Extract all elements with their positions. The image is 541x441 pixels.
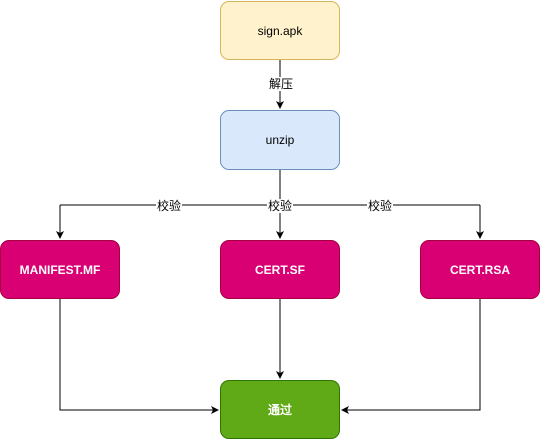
edge-label-decompress: 解压 [268,77,295,91]
cert-rsa-node: CERT.RSA [420,240,540,299]
manifest-mf-node: MANIFEST.MF [0,240,120,299]
edge-manifest-to-pass [59,299,219,414]
manifest-mf-label: MANIFEST.MF [19,262,101,277]
sign-apk-node: sign.apk [220,1,340,60]
pass-label: 通过 [267,403,292,417]
sign-apk-label: sign.apk [257,23,303,38]
edge-label-verify-middle: 校验 [267,199,294,213]
cert-sf-node: CERT.SF [220,240,340,299]
cert-rsa-label: CERT.RSA [449,262,510,277]
edge-label-verify-right: 校验 [367,199,394,213]
unzip-node: unzip [220,110,340,170]
cert-sf-label: CERT.SF [254,262,305,277]
edge-cert-rsa-to-pass [341,299,481,414]
pass-node: 通过 [220,380,340,439]
edge-label-verify-left: 校验 [156,199,183,213]
unzip-label: unzip [265,133,295,147]
